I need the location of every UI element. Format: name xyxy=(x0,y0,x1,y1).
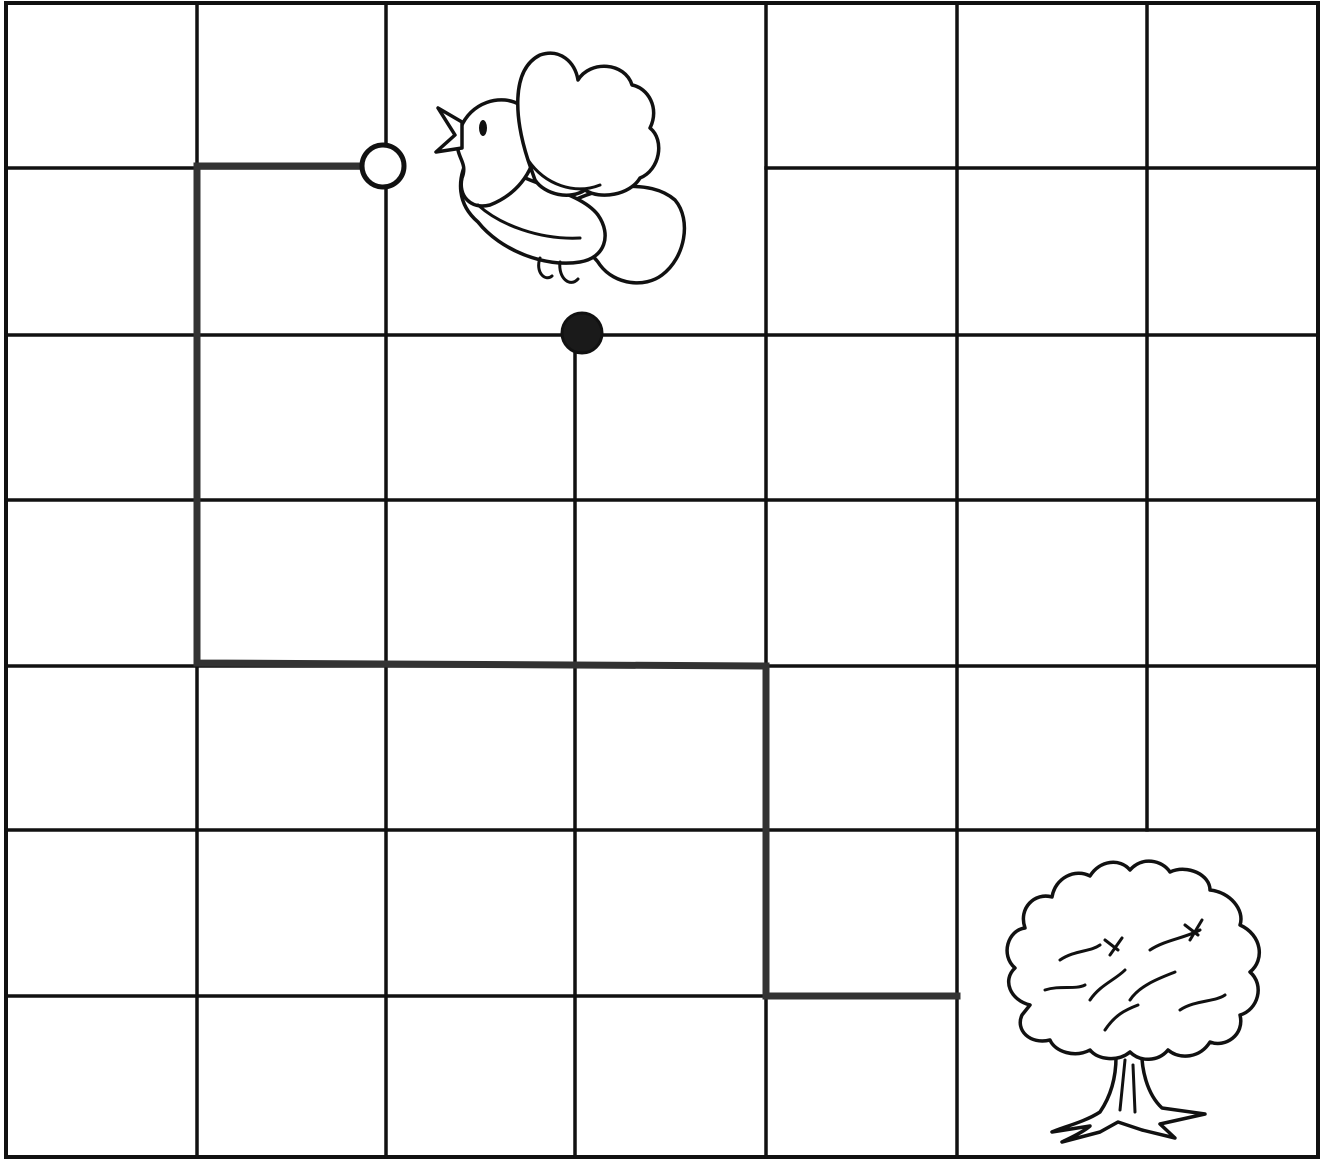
filled-circle-marker xyxy=(562,313,602,353)
vertical-grid-lines xyxy=(197,3,1147,1157)
bird-icon xyxy=(436,53,684,283)
drawn-path xyxy=(197,166,957,996)
tree-icon xyxy=(1007,861,1259,1142)
open-circle-marker xyxy=(362,145,404,187)
